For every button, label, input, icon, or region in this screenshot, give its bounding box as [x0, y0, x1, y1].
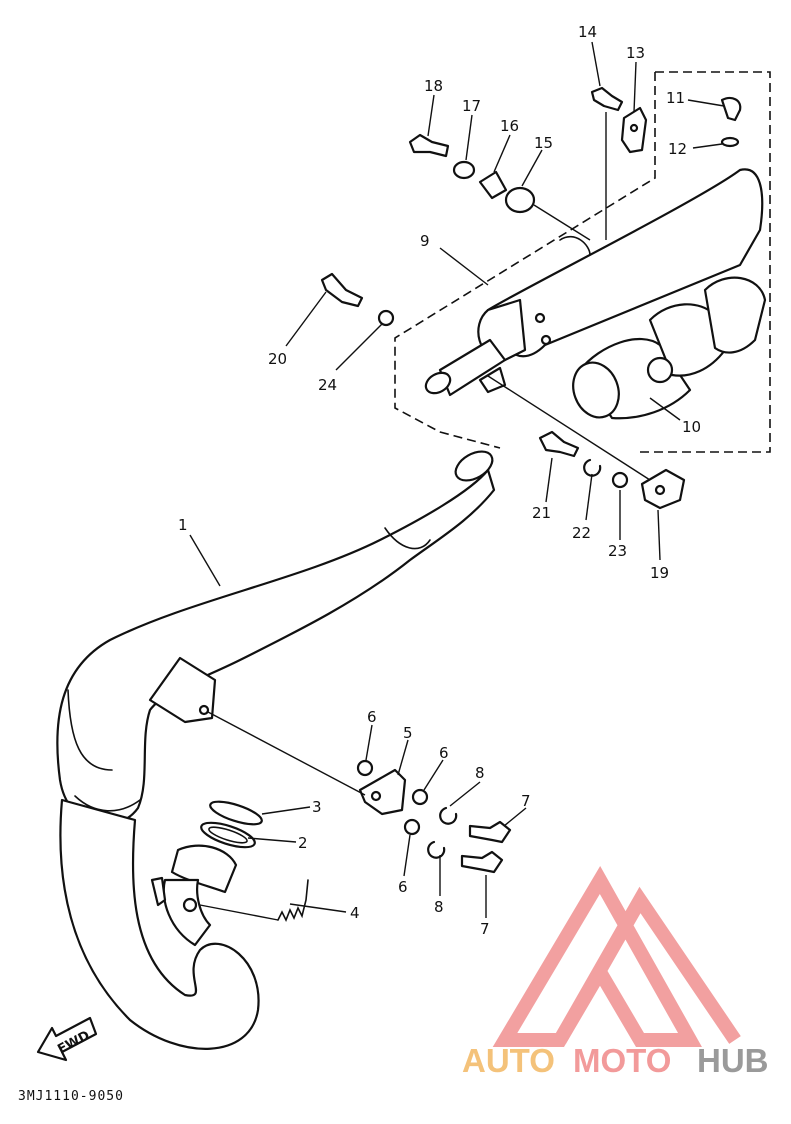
callout-24: 24	[318, 376, 337, 394]
collar-rubber	[478, 170, 508, 200]
bolt	[460, 850, 504, 874]
callout-8-a: 8	[475, 764, 485, 782]
watermark-moto: MOTO	[573, 1042, 671, 1079]
washer-rubber	[452, 160, 476, 180]
callout-23: 23	[608, 542, 627, 560]
bolt-lower	[538, 430, 580, 458]
watermark-auto: AUTO	[462, 1042, 555, 1079]
watermark-hub: HUB	[697, 1042, 769, 1079]
callout-6-c: 6	[398, 878, 408, 896]
callout-18: 18	[424, 77, 443, 95]
muffler-assembly-outline	[394, 71, 771, 453]
screw	[720, 96, 742, 122]
callout-5: 5	[403, 724, 413, 742]
washer-left	[377, 309, 395, 327]
callout-9: 9	[420, 232, 430, 250]
gasket	[200, 821, 256, 849]
washer	[403, 818, 421, 836]
gasket-inner	[208, 826, 248, 844]
collar	[427, 840, 446, 859]
callout-14: 14	[578, 23, 597, 41]
bolt-left	[408, 133, 450, 158]
callout-1: 1	[178, 516, 188, 534]
watermark-logo: AUTO MOTO HUB	[462, 866, 769, 1079]
o-ring	[209, 800, 263, 826]
spring	[277, 879, 309, 922]
silencer-inner-core	[572, 276, 767, 420]
callout-16: 16	[500, 117, 519, 135]
callout-3: 3	[312, 798, 322, 816]
callout-11: 11	[666, 89, 685, 107]
callout-6-b: 6	[439, 744, 449, 762]
callout-21: 21	[532, 504, 551, 522]
washer	[356, 759, 374, 777]
callout-13: 13	[626, 44, 645, 62]
callout-19: 19	[650, 564, 669, 582]
callouts: 1 2 3 4 5 6 6 6 7 7 8 8 9 10 11 12 13 14…	[178, 23, 701, 938]
collar	[439, 806, 458, 825]
callout-4: 4	[350, 904, 360, 922]
callout-22: 22	[572, 524, 591, 542]
washer-lower	[611, 471, 629, 489]
muffler-stay-bracket	[358, 768, 407, 816]
callout-15: 15	[534, 134, 553, 152]
callout-7-a: 7	[521, 792, 531, 810]
washer	[411, 788, 429, 806]
callout-20: 20	[268, 350, 287, 368]
leader-lines	[189, 41, 725, 918]
callout-7-b: 7	[480, 920, 490, 938]
washer-small	[720, 136, 740, 148]
callout-10: 10	[682, 418, 701, 436]
grommet	[504, 186, 536, 214]
callout-17: 17	[462, 97, 481, 115]
exhaust-pipe	[56, 450, 496, 1050]
bolt	[468, 820, 512, 844]
callout-12: 12	[668, 140, 687, 158]
callout-6-a: 6	[367, 708, 377, 726]
fwd-arrow: FWD	[36, 1016, 98, 1062]
callout-8-b: 8	[434, 898, 444, 916]
bolt-top	[590, 86, 624, 112]
silencer	[424, 168, 764, 397]
diagram-code: 3MJ1110-9050	[18, 1089, 124, 1104]
bolt-left-lower	[320, 272, 364, 308]
callout-2: 2	[298, 834, 308, 852]
collar-lower	[583, 458, 602, 477]
